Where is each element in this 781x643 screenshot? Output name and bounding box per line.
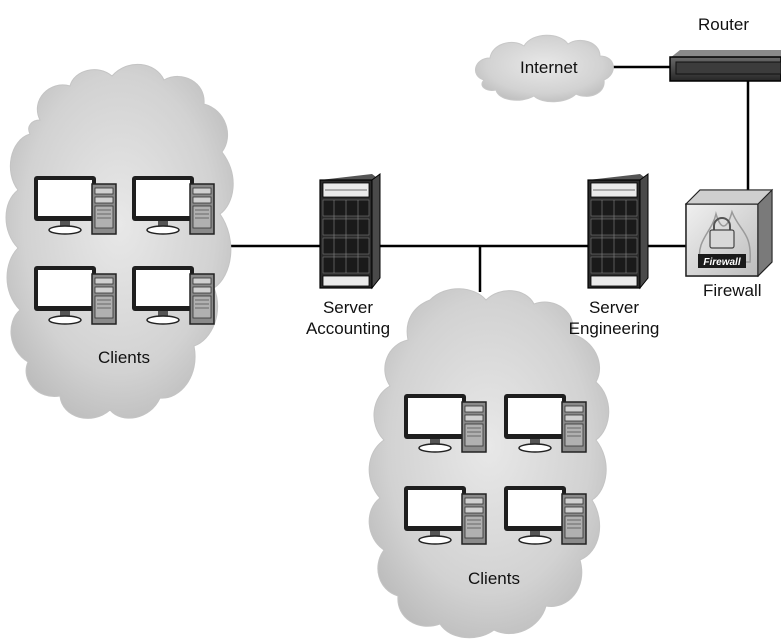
network-links <box>228 65 750 292</box>
server-engineering-icon <box>587 173 649 289</box>
server-accounting-label-line1: Server <box>322 298 374 317</box>
router-icon <box>669 50 781 82</box>
server-engineering-label-line2: Engineering <box>568 319 660 338</box>
firewall-icon: Firewall <box>684 188 774 278</box>
clients-bottom-label: Clients <box>468 569 520 588</box>
firewall-badge-text: Firewall <box>703 257 740 268</box>
clients-cloud-left-icon <box>5 63 234 419</box>
internet-cloud-icon <box>475 34 614 103</box>
firewall-label: Firewall <box>703 281 762 300</box>
clients-cloud-bottom-icon <box>368 288 610 639</box>
clients-left-label: Clients <box>98 348 150 367</box>
server-accounting-label-line2: Accounting <box>305 319 391 338</box>
internet-label: Internet <box>520 58 578 77</box>
server-engineering-label-line1: Server <box>588 298 640 317</box>
server-accounting-icon <box>319 173 381 289</box>
router-label: Router <box>698 15 750 34</box>
